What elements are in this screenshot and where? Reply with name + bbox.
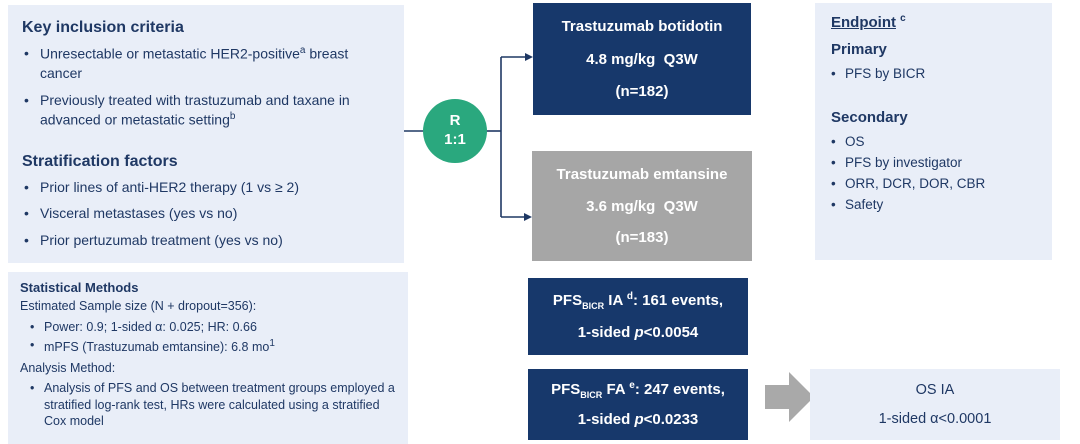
arrowhead-top-icon [525,53,533,61]
stratification-title: Stratification factors [22,152,178,170]
secondary-endpoints-list: OS PFS by investigator ORR, DCR, DOR, CB… [831,132,1036,216]
arm-n: (n=183) [615,229,669,247]
footnote-b: b [229,111,236,123]
footnote-c: c [900,13,906,24]
reference-1: 1 [269,338,275,349]
pfs-fa-events: PFSBICR FA e: 247 events, [551,380,725,401]
list-item: PFS by BICR [831,64,1036,85]
list-item: mPFS (Trastuzumab emtansine): 6.8 mo1 [20,337,396,356]
statistical-methods-title: Statistical Methods [20,280,139,295]
arm-dose: 4.8 mg/kg Q3W [586,50,698,68]
pfs-final-analysis-box: PFSBICR FA e: 247 events, 1-sided p<0.02… [528,369,748,440]
randomization-letter: R [449,112,461,130]
footnote-d: d [626,291,633,303]
arm-trastuzumab-emtansine: Trastuzumab emtansine 3.6 mg/kg Q3W (n=1… [532,151,752,261]
pfs-ia-pvalue: 1-sided p<0.0054 [577,324,699,342]
bicr-subscript: BICR [582,301,605,312]
footnote-a: a [299,45,306,56]
pfs-interim-analysis-box: PFSBICR IA d: 161 events, 1-sided p<0.00… [528,278,748,355]
p-italic: p [634,411,644,429]
arm-dose: 3.6 mg/kg Q3W [586,197,698,215]
randomization-ratio: 1:1 [444,131,466,148]
endpoints-title: Endpoint c [831,13,906,31]
arm-drug-name: Trastuzumab emtansine [556,165,728,183]
block-right-arrow-icon [765,372,814,422]
key-inclusion-title: Key inclusion criteria [22,19,184,36]
list-item: OS [831,132,1036,153]
os-interim-analysis-box: OS IA 1-sided α<0.0001 [810,369,1060,440]
arrowhead-bottom-icon [524,213,532,221]
p-italic: p [634,324,644,342]
list-item: Prior lines of anti-HER2 therapy (1 vs ≥… [22,178,390,198]
arm-trastuzumab-botidotin: Trastuzumab botidotin 4.8 mg/kg Q3W (n=1… [533,3,751,115]
list-item: PFS by investigator [831,153,1036,174]
list-item: Previously treated with trastuzumab and … [22,91,390,131]
statistical-methods-panel: Statistical Methods Estimated Sample siz… [8,272,408,444]
list-item: Visceral metastases (yes vs no) [22,204,390,224]
list-item: Power: 0.9; 1-sided α: 0.025; HR: 0.66 [20,319,396,336]
analysis-method-list: Analysis of PFS and OS between treatment… [20,380,396,430]
list-item: ORR, DCR, DOR, CBR [831,174,1036,195]
analysis-method-line: Analysis Method: [20,360,116,375]
primary-endpoints-heading: Primary [831,41,887,58]
pfs-ia-events: PFSBICR IA d: 161 events, [552,291,724,312]
primary-endpoints-list: PFS by BICR [831,64,1036,85]
arm-drug-name: Trastuzumab botidotin [561,18,723,36]
list-item: Unresectable or metastatic HER2-positive… [22,44,390,84]
footnote-e: e [629,380,635,392]
os-ia-title: OS IA [915,382,955,398]
stratification-list: Prior lines of anti-HER2 therapy (1 vs ≥… [22,178,390,251]
randomization-circle: R 1:1 [423,99,487,163]
pfs-fa-pvalue: 1-sided p<0.0233 [577,411,699,429]
key-inclusion-panel: Key inclusion criteria Unresectable or m… [8,5,404,263]
arm-n: (n=182) [615,82,669,100]
os-ia-alpha: 1-sided α<0.0001 [878,411,992,427]
list-item: Safety [831,195,1036,216]
secondary-endpoints-heading: Secondary [831,108,908,126]
sample-size-list: Power: 0.9; 1-sided α: 0.025; HR: 0.66 m… [20,319,396,356]
list-item: Analysis of PFS and OS between treatment… [20,380,396,430]
key-inclusion-list: Unresectable or metastatic HER2-positive… [22,44,390,131]
bicr-subscript: BICR [580,390,603,401]
endpoints-panel: Endpoint c Primary PFS by BICR Secondary… [815,3,1052,260]
list-item: Prior pertuzumab treatment (yes vs no) [22,231,390,251]
sample-size-line: Estimated Sample size (N + dropout=356): [20,299,257,313]
